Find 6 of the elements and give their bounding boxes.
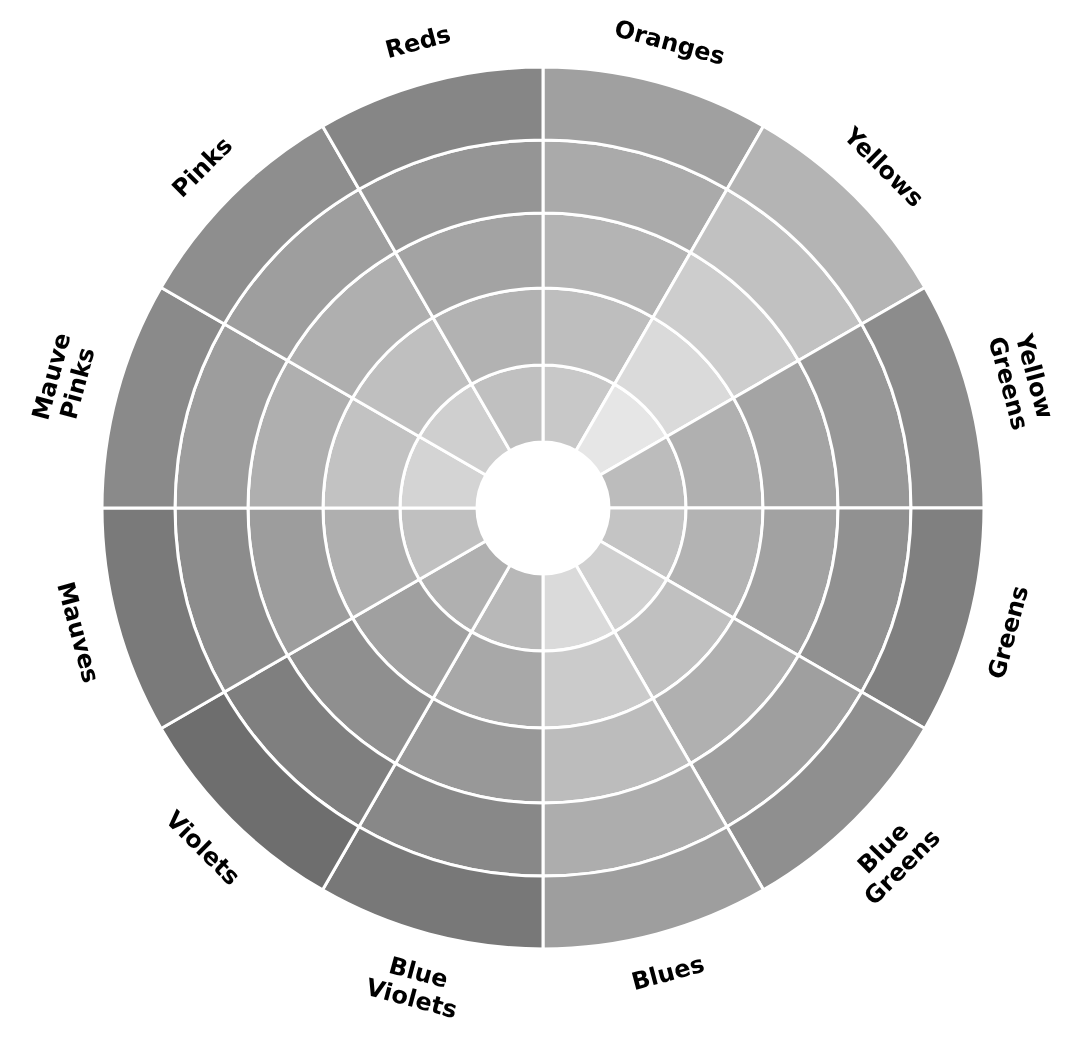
sector-label: Mauve Pinks [25,328,102,425]
sector-label: Mauves [51,579,105,687]
sector-label: Greens [982,583,1034,683]
sector-label: Yellow Greens [981,329,1061,435]
sector-label: Reds [383,21,454,65]
sector-label: Blues [628,950,707,996]
